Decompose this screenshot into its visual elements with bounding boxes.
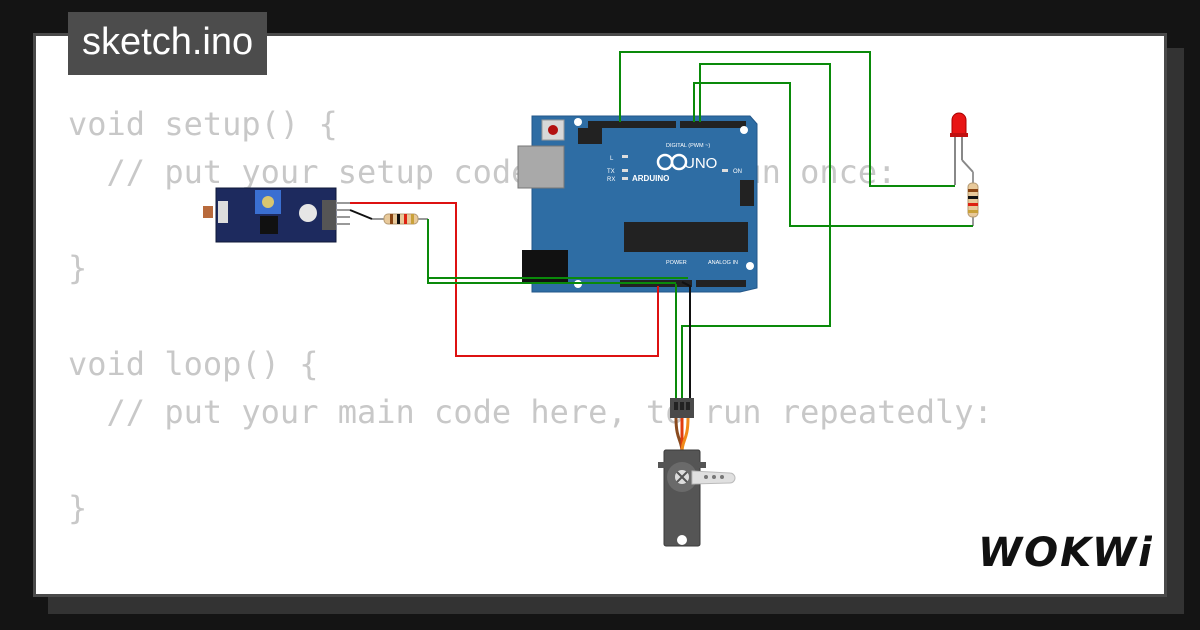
wokwi-logo-text: WOKWi	[978, 530, 1152, 576]
tab-sketch-ino[interactable]: sketch.ino	[68, 12, 268, 75]
power-header-label: POWER	[666, 260, 687, 266]
digital-header-right	[680, 121, 746, 128]
led-L-label: L	[610, 156, 614, 162]
resistor-sensor[interactable]	[372, 213, 428, 225]
led-TX-label: TX	[607, 169, 615, 175]
red-led[interactable]	[950, 112, 974, 185]
digital-header-label: DIGITAL (PWM ~)	[666, 143, 710, 149]
led-ON-label: ON	[733, 169, 742, 175]
code-line: // put your main code here, to run repea…	[68, 393, 993, 431]
arduino-uno-board[interactable]: UNO ARDUINO DIGITAL (PWM ~) POWER ANALOG…	[517, 115, 758, 293]
led-RX-label: RX	[607, 177, 615, 183]
atmega-chip	[624, 222, 748, 252]
analog-header-label: ANALOG IN	[708, 260, 738, 266]
code-line: }	[68, 249, 88, 287]
usb-port	[517, 145, 565, 189]
wires	[349, 51, 973, 398]
wire-gnd-led[interactable]	[619, 51, 955, 187]
servo-motor[interactable]	[658, 398, 736, 547]
wire-servo-signal[interactable]	[681, 63, 831, 398]
ldr-icon	[203, 206, 213, 218]
board-model-label: UNO	[684, 155, 717, 172]
power-jack	[522, 250, 568, 282]
code-line: void setup() {	[68, 105, 338, 143]
wire-pin-led[interactable]	[693, 82, 973, 227]
digital-header-left	[588, 121, 676, 128]
code-line: void loop() {	[68, 345, 319, 383]
wire-servo-gnd[interactable]	[681, 281, 691, 398]
resistor-led[interactable]	[967, 172, 979, 226]
icsp-header	[578, 128, 602, 144]
wire-sensor-vcc[interactable]	[350, 202, 659, 357]
analog-header	[696, 280, 746, 287]
board-brand-label: ARDUINO	[632, 174, 669, 183]
photoresistor-sensor-module[interactable]	[203, 187, 350, 243]
wokwi-logo: WOKWi	[978, 530, 1152, 576]
wire-resistor-analog[interactable]	[427, 219, 676, 284]
reset-button-cap	[548, 125, 558, 135]
code-line: }	[68, 489, 88, 527]
icsp2-header	[740, 180, 754, 206]
wire-sensor-resistor[interactable]	[349, 209, 373, 220]
